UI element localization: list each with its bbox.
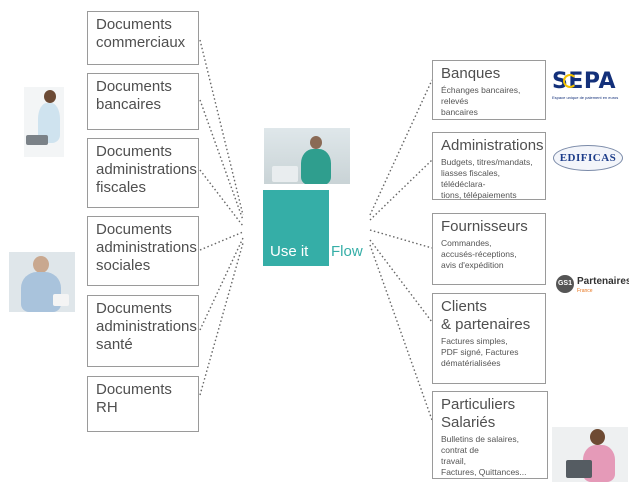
hub-label-flow: Flow xyxy=(331,243,363,260)
connector-fournisseurs xyxy=(369,229,433,249)
box-documents-sante: Documents administrations santé xyxy=(87,295,199,367)
box-title: Documents RH xyxy=(96,381,172,416)
box-subtitle: Commandes, accusés-réceptions, avis d'ex… xyxy=(441,238,517,270)
box-subtitle: Budgets, titres/mandats, liasses fiscale… xyxy=(441,157,533,200)
hub-block xyxy=(263,190,329,266)
box-title: Particuliers Salariés xyxy=(441,396,516,431)
box-clients-partenaires: Clients & partenaires Factures simples, … xyxy=(432,293,546,384)
box-title: Fournisseurs xyxy=(441,218,528,235)
box-title: Documents administrations sociales xyxy=(96,221,197,274)
connector-administrations xyxy=(369,159,433,221)
hub-label-use-it: Use it xyxy=(270,243,309,260)
box-fournisseurs: Fournisseurs Commandes, accusés-réceptio… xyxy=(432,213,546,285)
edificas-logo: EDIFICAS xyxy=(553,145,623,171)
box-title: Clients & partenaires xyxy=(441,298,531,333)
connector-fiscales xyxy=(199,169,244,227)
box-title: Documents commerciaux xyxy=(96,16,186,51)
gs1-country-text: France xyxy=(577,288,593,294)
box-title: Documents administrations santé xyxy=(96,300,197,353)
edificas-wordmark: EDIFICAS xyxy=(559,152,617,164)
box-documents-sociales: Documents administrations sociales xyxy=(87,216,199,286)
box-particuliers-salaries: Particuliers Salariés Bulletins de salai… xyxy=(432,391,548,479)
box-documents-bancaires: Documents bancaires xyxy=(87,73,199,130)
box-subtitle: Factures simples, PDF signé, Factures dé… xyxy=(441,336,519,368)
box-documents-rh: Documents RH xyxy=(87,376,199,432)
euro-icon xyxy=(563,74,577,88)
connector-sante xyxy=(199,237,244,331)
connector-clients xyxy=(369,239,433,323)
connector-particuliers xyxy=(369,244,433,421)
gs1-partenaires-text: Partenaires xyxy=(577,276,629,287)
box-title: Documents bancaires xyxy=(96,78,172,113)
sepa-logo: SEPA Espace unique de paiement en euros xyxy=(552,69,619,104)
box-subtitle: Échanges bancaires, relevés bancaires xyxy=(441,85,521,117)
box-title: Banques xyxy=(441,65,501,82)
woman-laptop-photo xyxy=(24,87,64,157)
sepa-wordmark: SEPA xyxy=(552,69,617,94)
connector-bancaires xyxy=(199,99,244,221)
box-subtitle: Bulletins de salaires, contrat de travai… xyxy=(441,434,527,477)
connector-sociales xyxy=(199,231,244,251)
connector-commerciaux xyxy=(199,39,244,216)
woman-computer-photo xyxy=(552,427,628,482)
box-administrations: Administrations Budgets, titres/mandats,… xyxy=(432,132,546,200)
box-title: Documents administrations fiscales xyxy=(96,143,197,196)
man-reading-photo xyxy=(9,252,75,312)
connector-banques xyxy=(369,79,433,216)
gs1-badge: GS1 xyxy=(556,275,574,293)
box-banques: Banques Échanges bancaires, relevés banc… xyxy=(432,60,546,120)
sepa-tagline: Espace unique de paiement en euros xyxy=(552,95,619,100)
box-documents-commerciaux: Documents commerciaux xyxy=(87,11,199,65)
gs1-partenaires-logo: GS1 Partenaires France xyxy=(556,273,629,297)
box-documents-fiscales: Documents administrations fiscales xyxy=(87,138,199,208)
box-title: Administrations xyxy=(441,137,544,154)
connector-rh xyxy=(199,242,244,396)
office-photo xyxy=(264,128,350,184)
